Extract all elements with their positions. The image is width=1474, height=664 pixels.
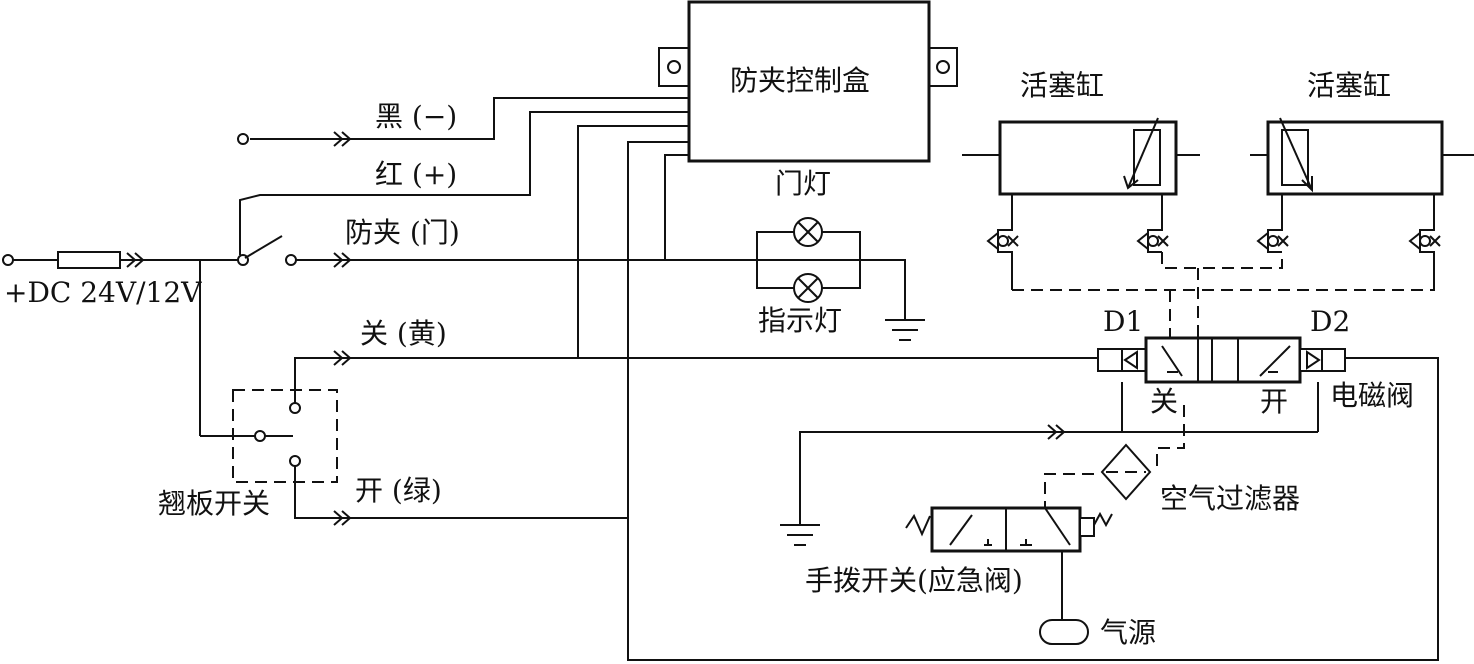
piston-cylinder-right: 活塞缸 (1250, 69, 1474, 196)
valve-open-label: 开 (1260, 385, 1288, 418)
air-filter-label: 空气过滤器 (1160, 482, 1300, 515)
piston-cylinder-left: 活塞缸 (962, 69, 1200, 196)
power-label: +DC 24V/12V (4, 276, 202, 309)
wire-anti-pinch-label: 防夹 (门) (345, 216, 460, 249)
solenoid-valve-label: 电磁阀 (1330, 379, 1414, 412)
air-source-icon (1039, 619, 1089, 645)
rocker-switch: 翘板开关 (158, 260, 350, 520)
ground-icon (885, 319, 925, 341)
wire-black-label: 黑 (−) (375, 100, 457, 133)
manual-switch-label: 手拨开关(应急阀) (805, 564, 1023, 597)
d2-label: D2 (1310, 305, 1350, 338)
power-input: +DC 24V/12V (2, 251, 240, 309)
wire-black-terminal: 黑 (−) (237, 100, 457, 147)
valve-close-label: 关 (1150, 385, 1178, 418)
wire-red-label: 红 (+) (375, 158, 457, 191)
wire-open: 开 (绿) (333, 474, 628, 526)
lamps: 门灯 指示灯 (756, 167, 906, 337)
wire-close-label: 关 (黄) (360, 317, 447, 350)
fuse (57, 251, 121, 269)
wire-close: 关 (黄) (333, 317, 1098, 366)
door-light-label: 门灯 (775, 167, 831, 200)
manual-switch: 手拨开关(应急阀) (805, 506, 1113, 620)
air-source: 气源 (1039, 616, 1156, 649)
air-filter: 空气过滤器 (1100, 443, 1300, 515)
exhaust-line (780, 424, 1318, 546)
main-switch: 防夹 (门) (237, 216, 905, 268)
air-source-label: 气源 (1100, 616, 1156, 649)
pneumatic-lines (1011, 252, 1435, 508)
wire-open-label: 开 (绿) (355, 474, 442, 507)
indicator-light-label: 指示灯 (758, 304, 842, 337)
control-box: 防夹控制盒 (658, 0, 958, 163)
check-valves (986, 194, 1441, 290)
wire-d2-loop (627, 357, 1439, 661)
solenoid-valve: D1 D2 关 开 电磁阀 (1097, 305, 1414, 432)
control-box-wiring (239, 97, 689, 518)
piston-cylinder-left-label: 活塞缸 (1020, 69, 1104, 102)
control-box-label: 防夹控制盒 (730, 64, 870, 97)
d1-label: D1 (1103, 305, 1143, 338)
piston-cylinder-right-label: 活塞缸 (1307, 69, 1391, 102)
rocker-switch-label: 翘板开关 (158, 487, 270, 520)
